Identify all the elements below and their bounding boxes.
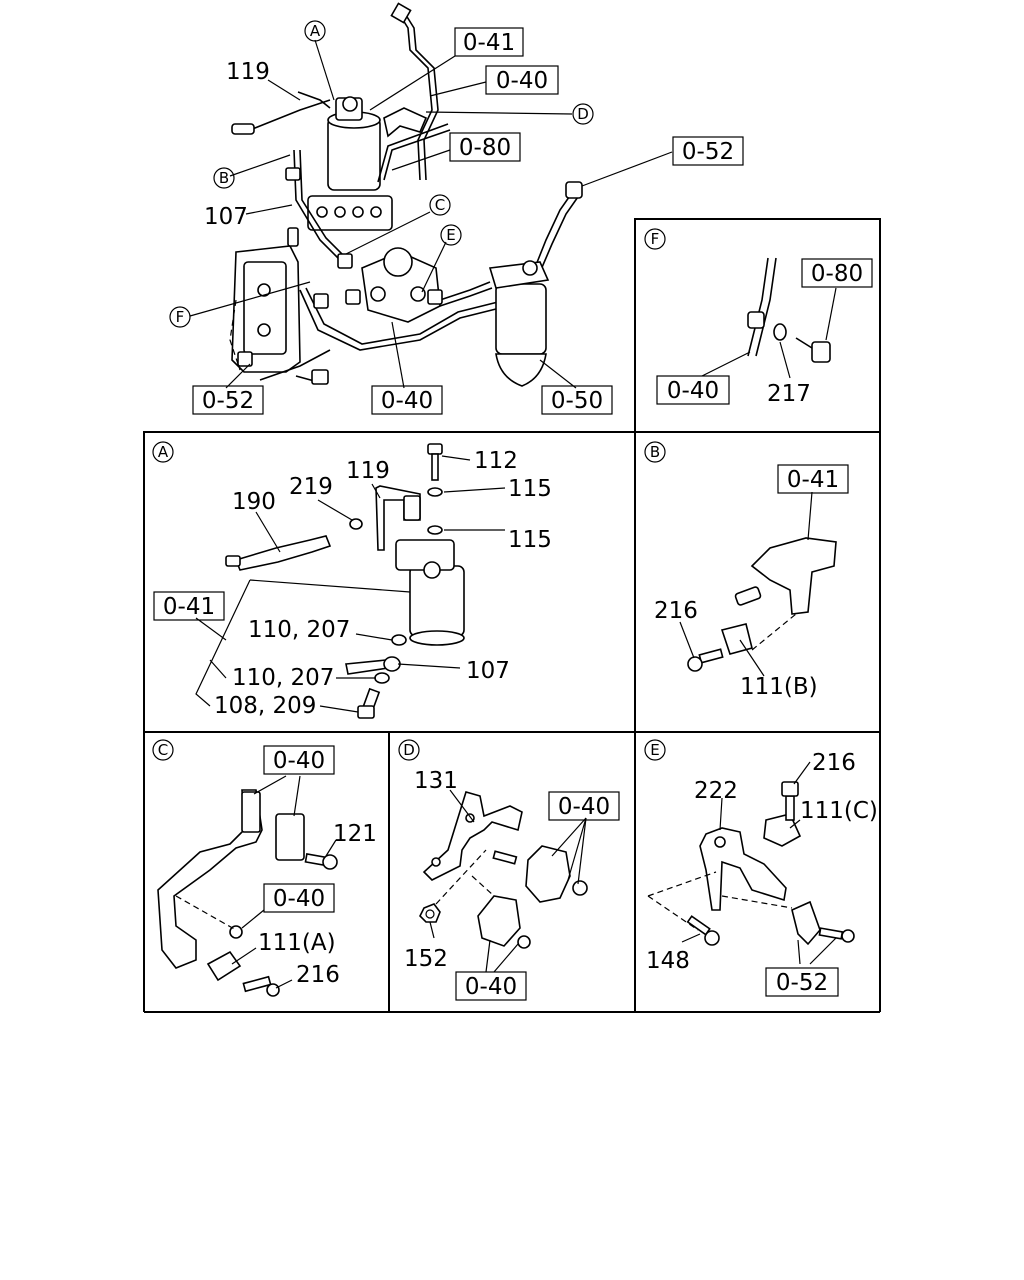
ref-0-41-a: 0-41 xyxy=(163,594,215,620)
ref-0-40-c-lower: 0-40 xyxy=(273,886,325,912)
detail-f-title: F xyxy=(651,230,660,248)
label-111a: 111(A) xyxy=(258,930,336,956)
label-119-a: 119 xyxy=(346,458,390,484)
label-115-lower: 115 xyxy=(508,527,552,553)
label-148: 148 xyxy=(646,948,690,974)
ref-0-40-c-upper: 0-40 xyxy=(273,748,325,774)
label-110-207-upper: 110, 207 xyxy=(248,617,350,643)
callout-c: C xyxy=(435,196,445,214)
callout-f: F xyxy=(176,308,185,326)
label-119: 119 xyxy=(226,59,270,85)
callout-e: E xyxy=(446,226,455,244)
detail-a: A xyxy=(152,441,552,719)
ref-0-40-d-upper: 0-40 xyxy=(558,794,610,820)
detail-f: F 0-80 0-40 217 xyxy=(644,228,873,407)
label-216-c: 216 xyxy=(296,962,340,988)
detail-e: E 216 222 111(C) 148 0-52 xyxy=(644,739,878,997)
label-107-a: 107 xyxy=(466,658,510,684)
detail-e-title: E xyxy=(650,741,659,759)
ref-0-40-d-lower: 0-40 xyxy=(465,974,517,1000)
ref-0-40-f: 0-40 xyxy=(667,378,719,404)
ref-0-40-bottom: 0-40 xyxy=(381,388,433,414)
ref-0-41: 0-41 xyxy=(463,30,515,56)
label-152: 152 xyxy=(404,946,448,972)
label-108-209: 108, 209 xyxy=(214,693,316,719)
ref-0-41-b: 0-41 xyxy=(787,467,839,493)
main-assembly xyxy=(229,2,583,387)
label-131: 131 xyxy=(414,768,458,794)
label-217: 217 xyxy=(767,381,811,407)
callout-a: A xyxy=(310,22,321,40)
label-107: 107 xyxy=(204,204,248,230)
callout-b: B xyxy=(219,169,229,187)
ref-0-40-top: 0-40 xyxy=(496,68,548,94)
ref-0-80-f: 0-80 xyxy=(811,261,863,287)
label-112: 112 xyxy=(474,448,518,474)
ref-0-52-top: 0-52 xyxy=(682,139,734,165)
label-222: 222 xyxy=(694,778,738,804)
detail-c-title: C xyxy=(158,741,168,759)
label-190: 190 xyxy=(232,489,276,515)
detail-d: D 131 0-40 152 0-40 xyxy=(398,739,620,1001)
ref-0-52-e: 0-52 xyxy=(776,970,828,996)
label-219: 219 xyxy=(289,474,333,500)
label-111c: 111(C) xyxy=(800,798,878,824)
ref-0-50: 0-50 xyxy=(551,388,603,414)
main-labels: A B C D E F 119 107 0-41 0-40 0-80 0-52 … xyxy=(169,20,744,415)
label-216-b: 216 xyxy=(654,598,698,624)
detail-b-title: B xyxy=(650,443,660,461)
ref-0-80: 0-80 xyxy=(459,135,511,161)
panel-frames xyxy=(143,218,881,1013)
label-110-207-lower: 110, 207 xyxy=(232,665,334,691)
detail-a-title: A xyxy=(158,443,169,461)
detail-d-title: D xyxy=(403,741,415,759)
main-leaders xyxy=(189,39,673,389)
label-121: 121 xyxy=(333,821,377,847)
label-115-upper: 115 xyxy=(508,476,552,502)
label-111b: 111(B) xyxy=(740,674,818,700)
callout-d: D xyxy=(577,105,589,123)
label-216-e: 216 xyxy=(812,750,856,776)
ref-0-52-bottom: 0-52 xyxy=(202,388,254,414)
detail-c: C 0-40 121 0-40 111(A) 216 xyxy=(152,739,377,997)
detail-b: B 0-41 216 111(B) xyxy=(644,441,849,700)
